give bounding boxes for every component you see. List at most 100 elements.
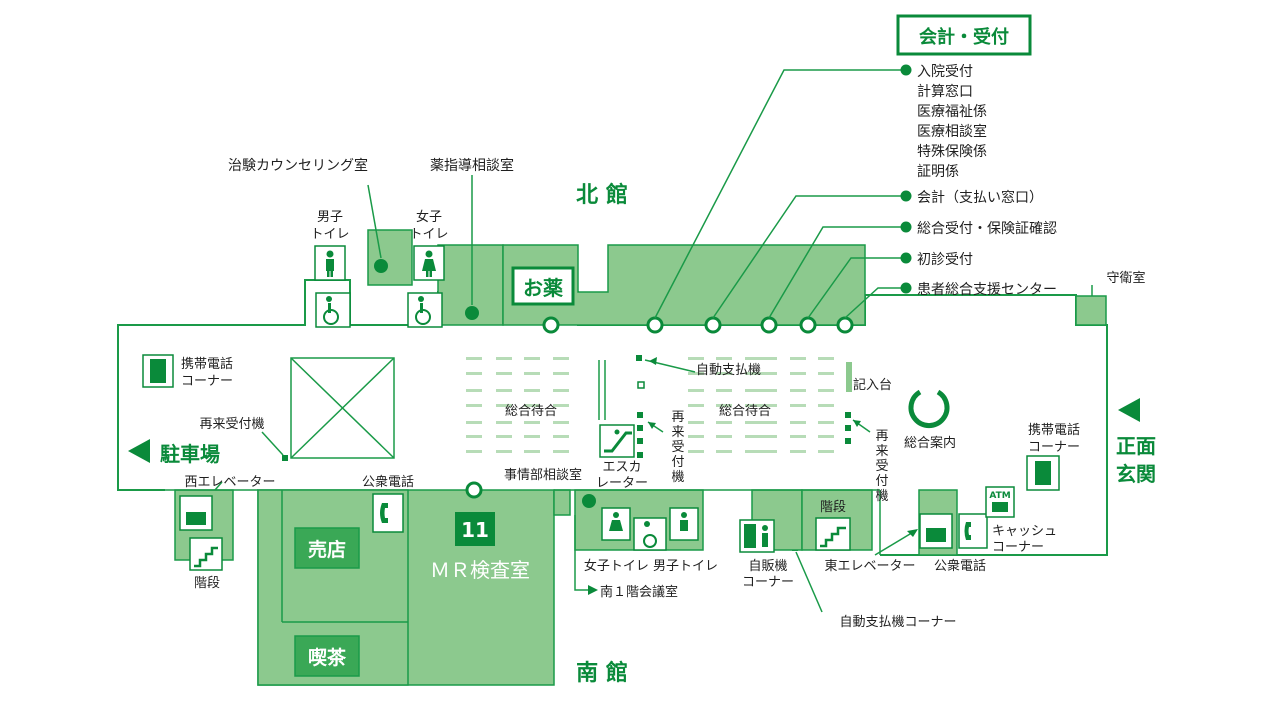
north-toilet-boxes (314, 245, 445, 328)
seat-row (466, 404, 482, 407)
seat-row (790, 435, 806, 438)
parking-label: 駐車場 (160, 442, 220, 466)
seat-row (688, 372, 704, 375)
list-item-kanja: 患者総合支援センター (917, 282, 1057, 298)
mr-number: 11 (461, 518, 489, 542)
seat-row (716, 357, 732, 360)
vertical-char: 付 (875, 474, 888, 489)
seat-row (496, 421, 512, 424)
seat-row (466, 389, 482, 392)
okusuri-box (511, 266, 575, 306)
baiten-label: 売店 (308, 538, 346, 561)
reception-list: 入院受付 計算窓口 医療福祉係 医療相談室 特殊保険係 証明係 会計（支払い窓口… (917, 64, 1057, 298)
seat-row (496, 357, 512, 360)
yakushido-marker (465, 306, 479, 320)
mr-label: ＭＲ検査室 (430, 558, 530, 582)
male-toilet-label-2: トイレ (310, 227, 349, 242)
seat-row (553, 404, 569, 407)
okusuri-label: お薬 (523, 276, 563, 300)
jijobu-label: 事情部相談室 (504, 467, 582, 483)
saisai-label-left: 再来受付機 (199, 417, 264, 432)
mobile-phone-label-left-2: コーナー (181, 374, 233, 389)
seat-row (790, 357, 806, 360)
west-elevator-label: 西エレベーター (184, 475, 275, 490)
vertical-char: 受 (875, 459, 888, 474)
south-toilets (601, 507, 699, 551)
cash-corner-label: キャッシュ (992, 524, 1057, 539)
seat-row (524, 421, 540, 424)
chiken-line (367, 184, 382, 259)
guard-label: 守衛室 (1106, 270, 1145, 286)
seat-row (466, 372, 482, 375)
east-elevator-label: 東エレベーター (824, 558, 915, 574)
baiten-box (294, 527, 360, 569)
seat-row (761, 404, 777, 407)
vertical-char: 機 (671, 470, 684, 485)
seat-row (761, 372, 777, 375)
vertical-char: 来 (875, 444, 888, 459)
seat-row (688, 435, 704, 438)
seat-row (818, 435, 834, 438)
seat-row (790, 389, 806, 392)
atm-label: ATM (989, 491, 1010, 501)
info-desk-label: 総合案内 (904, 435, 956, 451)
seat-row (496, 435, 512, 438)
west-stairs-label: 階段 (194, 576, 220, 591)
saisai-vertical-label-1: 再来受付機 (671, 410, 684, 485)
vending-label: 自販機 (748, 559, 787, 574)
seat-row (761, 389, 777, 392)
seat-row (818, 357, 834, 360)
seat-row (716, 450, 732, 453)
seat-row (745, 389, 761, 392)
vending-label-2: コーナー (742, 575, 794, 590)
seat-row (716, 404, 732, 407)
seat-row (466, 357, 482, 360)
waiting-label-right: 総合待合 (719, 404, 771, 419)
vertical-char: 来 (671, 425, 684, 440)
jido-corner-line (795, 551, 823, 613)
seat-row (688, 389, 704, 392)
seat-row (761, 421, 777, 424)
seat-row (553, 357, 569, 360)
female-toilet-label-2: トイレ (409, 227, 448, 242)
higashi-ev-line (874, 530, 916, 556)
seat-row (524, 372, 540, 375)
seat-row (524, 404, 540, 407)
saisai-machine-left (282, 455, 288, 461)
seat-row (688, 450, 704, 453)
list-item: 医療相談室 (917, 123, 987, 140)
nishi-ev-line (214, 481, 223, 491)
seat-row (688, 421, 704, 424)
seat-row (466, 435, 482, 438)
vertical-char: 再 (671, 410, 684, 425)
escalator-label: エスカ (602, 460, 641, 475)
seat-row (524, 357, 540, 360)
seat-row (716, 389, 732, 392)
list-item-shoshin: 初診受付 (917, 251, 973, 268)
chiken-marker (374, 259, 388, 273)
seat-row (496, 404, 512, 407)
seat-row (745, 421, 761, 424)
seat-row (688, 357, 704, 360)
auto-pay-label: 自動支払機 (696, 363, 761, 378)
seat-row (790, 404, 806, 407)
jijobu-dot (582, 494, 596, 508)
seat-row (818, 421, 834, 424)
seat-row (553, 450, 569, 453)
writing-desk (846, 362, 852, 392)
list-item: 計算窓口 (917, 83, 973, 100)
seat-row (553, 389, 569, 392)
atrium-void (290, 357, 395, 459)
kaigi-line (574, 515, 588, 591)
seat-row (818, 389, 834, 392)
vertical-char: 付 (671, 455, 684, 470)
waiting-label-left: 総合待合 (505, 404, 557, 419)
entrance-label: 正面 (1116, 434, 1156, 458)
seat-row (761, 450, 777, 453)
seat-row (790, 450, 806, 453)
info-desk-icon (908, 389, 950, 429)
escalator (598, 360, 635, 458)
seat-row (818, 404, 834, 407)
list-item-kaikei: 会計（支払い窓口） (917, 189, 1043, 206)
